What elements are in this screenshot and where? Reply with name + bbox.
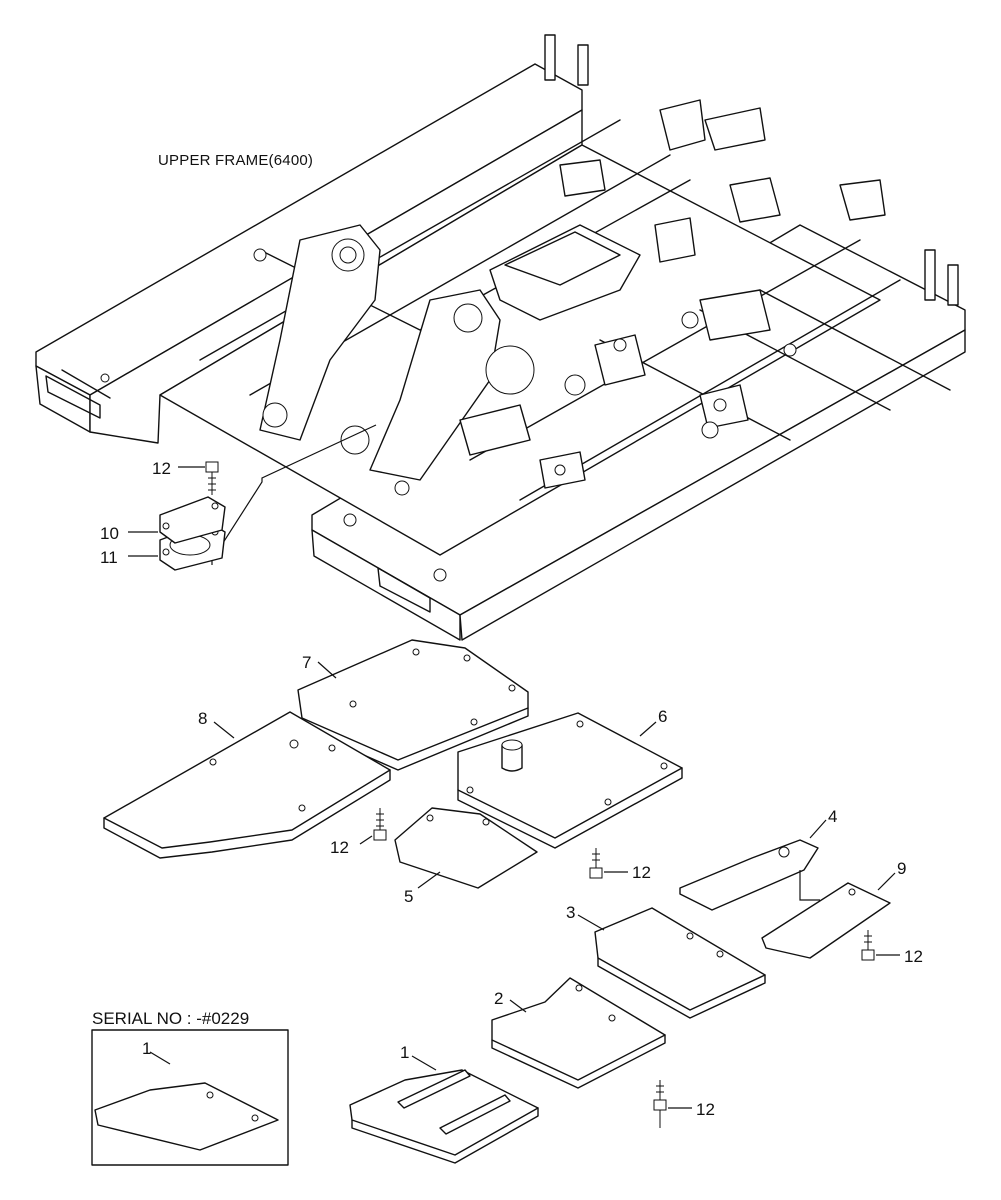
bolt-icon	[373, 829, 387, 841]
bolt-icon	[205, 461, 219, 473]
callout-12: 12	[330, 838, 349, 857]
mount-plate-assembly	[128, 424, 377, 571]
bolt-12-left	[359, 808, 387, 845]
callout-3: 3	[566, 903, 575, 922]
callout-7: 7	[302, 653, 311, 672]
bolt-icon	[653, 1099, 667, 1111]
callout-11: 11	[100, 548, 118, 567]
bolt-icon	[589, 867, 603, 879]
callout-1: 1	[142, 1039, 151, 1058]
callout-9: 9	[897, 859, 906, 878]
upper-frame-drawing	[35, 34, 966, 641]
callout-5: 5	[404, 887, 413, 906]
callout-12: 12	[152, 459, 171, 478]
callout-1: 1	[400, 1043, 409, 1062]
bolt-12-bottom	[653, 1080, 692, 1128]
callout-2: 2	[494, 989, 503, 1008]
callout-4: 4	[828, 807, 837, 826]
callout-12: 12	[696, 1100, 715, 1119]
callout-10: 10	[100, 524, 119, 543]
frame-caption: UPPER FRAME(6400)	[158, 152, 313, 169]
callout-12: 12	[632, 863, 651, 882]
under-covers	[91, 639, 896, 1166]
bolt-12-center	[589, 848, 628, 879]
bolt-12-right	[861, 930, 900, 961]
callout-6: 6	[658, 707, 667, 726]
callout-8: 8	[198, 709, 207, 728]
callout-12: 12	[904, 947, 923, 966]
serial-caption: SERIAL NO : -#0229	[92, 1009, 249, 1028]
bolt-icon	[861, 949, 875, 961]
